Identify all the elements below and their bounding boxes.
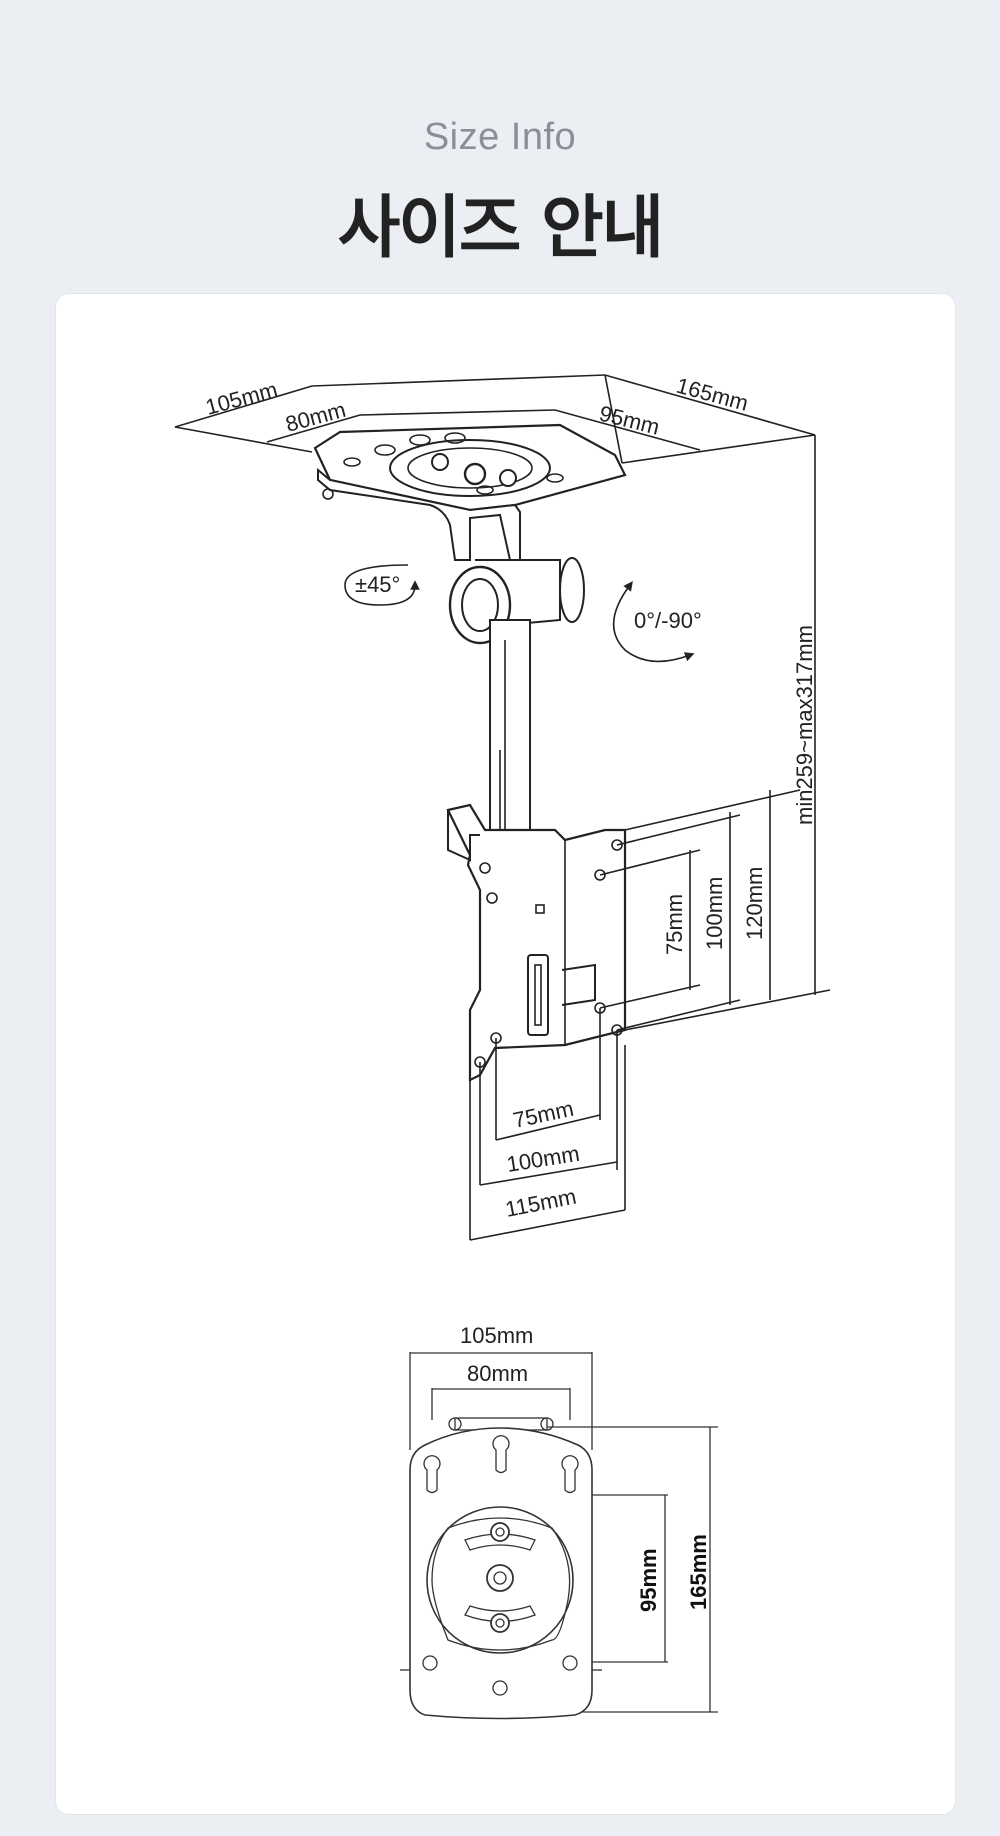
page-title: 사이즈 안내 <box>337 189 664 268</box>
label-top-depth: 105mm <box>203 377 280 420</box>
label-vesa-horizontal-100: 100mm <box>505 1141 581 1177</box>
label-swivel-angle: ±45° <box>355 572 400 597</box>
label-top-view-width-105: 105mm <box>460 1323 533 1348</box>
label-top-view-hole-spacing-95: 95mm <box>636 1548 661 1612</box>
label-vesa-vertical-100: 100mm <box>702 877 727 950</box>
label-vesa-horizontal-75: 75mm <box>511 1096 576 1133</box>
tilt-indicator <box>612 581 695 663</box>
top-view-drawing <box>400 1352 718 1720</box>
label-vesa-vertical-75: 75mm <box>662 894 687 955</box>
label-top-view-width-80: 80mm <box>467 1361 528 1386</box>
side-view-drawing <box>174 374 831 1241</box>
label-top-length: 165mm <box>674 373 751 416</box>
label-plate-height-120: 120mm <box>742 867 767 940</box>
label-height-range: min259~max317mm <box>792 625 817 825</box>
label-top-hole-spacing: 95mm <box>597 401 662 440</box>
label-plate-width-115: 115mm <box>503 1184 578 1222</box>
swivel-indicator <box>344 564 420 606</box>
size-info-subtitle: Size Info <box>423 116 577 158</box>
label-top-inner-width: 80mm <box>283 397 349 437</box>
label-tilt-angle: 0°/-90° <box>634 608 702 633</box>
label-top-view-length-165: 165mm <box>686 1534 711 1610</box>
